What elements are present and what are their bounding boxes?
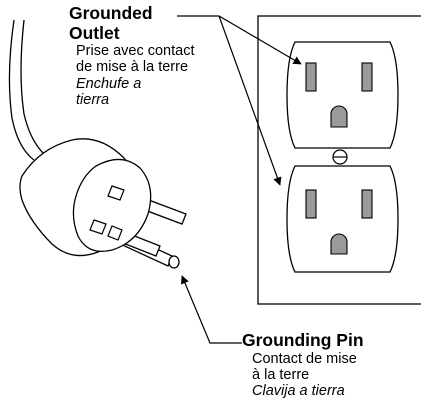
power-cord — [8, 19, 45, 161]
grounding-pin-callout: Grounding Pin Contact de mise à la terre… — [242, 330, 364, 400]
upper-receptacle-slot-left — [305, 62, 317, 92]
grounded-outlet-title-line2: Outlet — [69, 22, 120, 43]
grounded-outlet-french-line1: Prise avec contact — [76, 43, 195, 60]
three-prong-plug — [19, 138, 187, 269]
pin-leader-line — [181, 275, 242, 344]
grounded-outlet-spanish-line1: Enchufe a — [76, 75, 142, 92]
grounded-outlet-title-line1: Grounded — [69, 3, 153, 23]
upper-receptacle-ground-hole — [330, 105, 348, 128]
grounded-outlet-callout: Grounded Outlet Prise avec contact de mi… — [69, 3, 195, 108]
lower-receptacle-ground-hole — [330, 233, 348, 255]
grounding-pin-title: Grounding Pin — [242, 330, 364, 350]
outlet-leader-lines — [177, 15, 302, 186]
upper-receptacle-slot-right — [361, 62, 373, 92]
grounding-pin-spanish: Clavija a tierra — [252, 383, 345, 400]
grounding-pin-french-line2: à la terre — [252, 366, 310, 383]
upper-receptacle — [286, 41, 399, 149]
grounded-outlet-french-line2: de mise à la terre — [76, 59, 189, 76]
center-screw — [332, 149, 348, 165]
grounding-pin-french-line1: Contact de mise — [252, 350, 357, 367]
lower-receptacle-slot-right — [361, 189, 373, 219]
lower-receptacle — [286, 165, 399, 273]
grounded-outlet-spanish-line2: tierra — [76, 91, 110, 108]
lower-receptacle-slot-left — [305, 189, 317, 219]
